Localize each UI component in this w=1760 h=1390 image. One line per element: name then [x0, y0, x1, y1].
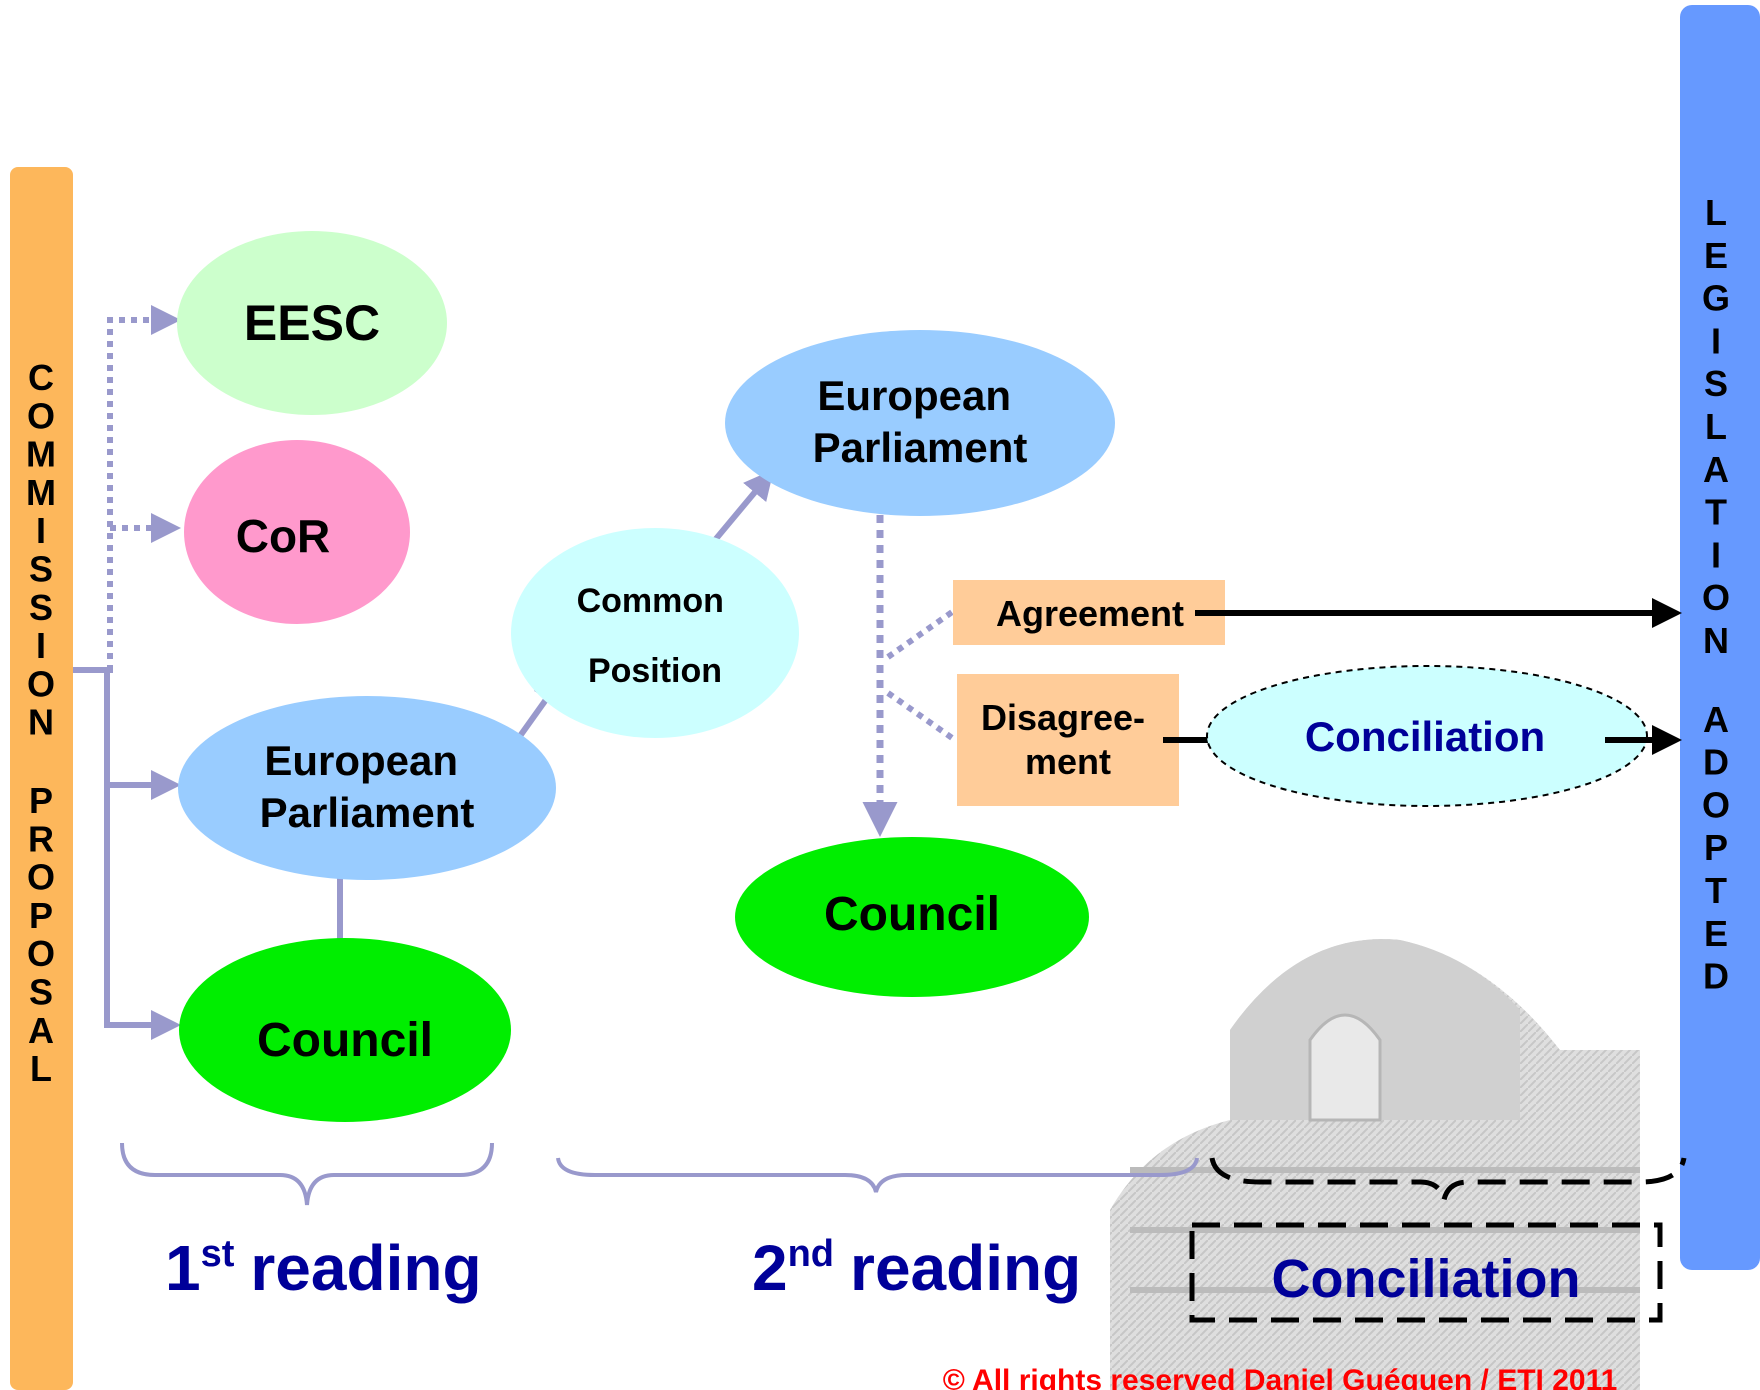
- building-watermark-icon: [1110, 939, 1640, 1390]
- eesc-label: EESC: [244, 295, 380, 351]
- common-position-label: Common Position: [577, 582, 734, 690]
- legislation-adopted-bar: [1680, 5, 1760, 1270]
- european-parliament-2nd-label: European Parliament: [813, 372, 1028, 471]
- copyright-notice: © All rights reserved Daniel Guéguen / E…: [943, 1364, 1618, 1390]
- cor-label: CoR: [236, 510, 331, 562]
- disagreement-label: Disagree- ment: [981, 697, 1155, 782]
- cor-node: [184, 440, 410, 624]
- common-position-node: [511, 528, 799, 738]
- conciliation-node: [1206, 665, 1648, 807]
- disagreement-box: [957, 674, 1179, 806]
- conciliation-caption: Conciliation: [1272, 1249, 1581, 1309]
- agreement-label: Agreement: [996, 593, 1184, 634]
- european-parliament-1st-node: [178, 696, 556, 880]
- agreement-box: [953, 580, 1225, 645]
- european-parliament-1st-label: European Parliament: [260, 737, 475, 836]
- second-reading-brace: [556, 1157, 1199, 1193]
- european-parliament-2nd-node: [725, 330, 1115, 516]
- conciliation-brace: [1209, 1157, 1687, 1201]
- council-1st-node: [179, 938, 511, 1122]
- commission-proposal-bar: [10, 167, 73, 1390]
- council-1st-label: Council: [257, 1014, 433, 1067]
- council-2nd-node: [735, 837, 1089, 997]
- first-reading-brace: [120, 1142, 494, 1206]
- council-2nd-label: Council: [824, 888, 1000, 941]
- eesc-node: [177, 231, 447, 415]
- conciliation-caption-box: [1189, 1222, 1663, 1323]
- conciliation-label: Conciliation: [1305, 713, 1545, 760]
